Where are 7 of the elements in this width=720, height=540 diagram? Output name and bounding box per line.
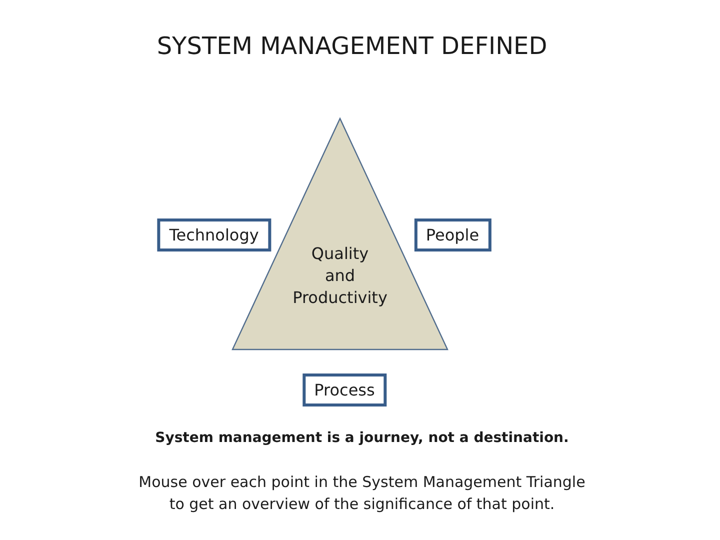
instruction-text: Mouse over each point in the System Management Triangle to get an overview of the significance of that point. xyxy=(138,472,586,515)
diagram-title: SYSTEM MANAGEMENT DEFINED xyxy=(156,32,548,60)
concept-box: Process xyxy=(302,374,387,406)
concept-box: People xyxy=(414,218,492,251)
node-label: Quality and Productivity xyxy=(292,243,388,309)
key-message: System management is a journey, not a destination. xyxy=(155,429,569,448)
concept-box: Technology xyxy=(157,218,271,251)
